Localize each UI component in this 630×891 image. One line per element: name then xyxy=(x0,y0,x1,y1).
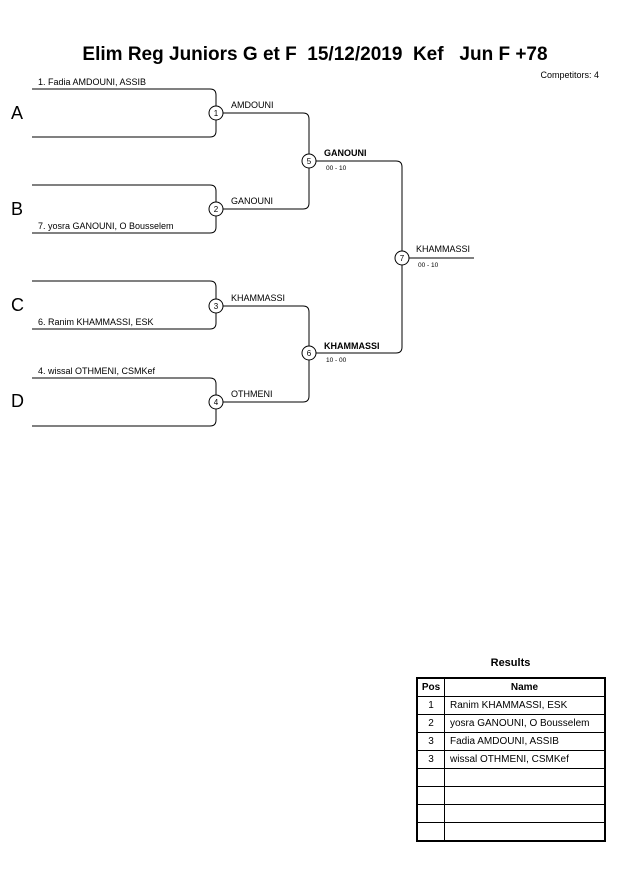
entrant-name: 7. yosra GANOUNI, O Bousselem xyxy=(38,221,174,231)
table-row xyxy=(416,804,606,823)
result-name xyxy=(444,768,606,787)
match-score: 10 - 00 xyxy=(326,357,347,364)
match-number: 7 xyxy=(400,254,405,263)
bracket-line-final xyxy=(309,160,403,354)
pool-label-c: C xyxy=(11,295,24,315)
match-number-circle xyxy=(301,153,317,169)
match-number: 5 xyxy=(307,157,312,166)
result-position xyxy=(416,822,445,842)
match-winner: KHAMMASSI xyxy=(231,293,285,303)
match-number-circle xyxy=(208,201,224,217)
bracket-line-pool-d xyxy=(32,377,217,427)
pool-label-a: A xyxy=(11,103,23,123)
final-score: 00 - 10 xyxy=(418,262,439,269)
table-row: 3 Fadia AMDOUNI, ASSIB xyxy=(416,732,606,751)
result-name xyxy=(444,822,606,842)
entrant-name: 1. Fadia AMDOUNI, ASSIB xyxy=(38,77,146,87)
table-row xyxy=(416,786,606,805)
match-number: 2 xyxy=(214,205,219,214)
match-winner: GANOUNI xyxy=(324,148,367,158)
match-number: 4 xyxy=(214,398,219,407)
match-number-circle xyxy=(208,298,224,314)
results-title: Results xyxy=(490,657,531,669)
match-winner: KHAMMASSI xyxy=(324,341,380,351)
competitors-count: Competitors: 4 xyxy=(540,70,599,80)
match-number-circle xyxy=(394,250,410,266)
table-row xyxy=(416,768,606,787)
result-name: Ranim KHAMMASSI, ESK xyxy=(444,696,606,715)
match-number: 3 xyxy=(214,302,219,311)
final-winner: KHAMMASSI xyxy=(416,244,470,254)
bracket-line-pool-a xyxy=(32,88,217,138)
match-score: 00 - 10 xyxy=(326,165,347,172)
match-winner: AMDOUNI xyxy=(231,100,274,110)
result-name: yosra GANOUNI, O Bousselem xyxy=(444,714,606,733)
table-row: 3 wissal OTHMENI, CSMKef xyxy=(416,750,606,769)
result-position: 3 xyxy=(416,732,445,751)
results-pos-header: Pos xyxy=(416,677,445,697)
results-table: Pos Name 1 Ranim KHAMMASSI, ESK 2 yosra … xyxy=(416,677,606,842)
result-position: 1 xyxy=(416,696,445,715)
result-position: 2 xyxy=(416,714,445,733)
match-number-circle xyxy=(301,345,317,361)
table-row: 1 Ranim KHAMMASSI, ESK xyxy=(416,696,606,715)
match-number-circle xyxy=(208,105,224,121)
pool-label-b: B xyxy=(11,199,23,219)
entrant-name: 4. wissal OTHMENI, CSMKef xyxy=(38,366,156,376)
match-winner: OTHMENI xyxy=(231,389,273,399)
result-position: 3 xyxy=(416,750,445,769)
table-row xyxy=(416,822,606,842)
result-position xyxy=(416,804,445,823)
bracket-line-semi-bottom xyxy=(216,305,310,403)
result-name: wissal OTHMENI, CSMKef xyxy=(444,750,606,769)
bracket-line-semi-top xyxy=(216,112,310,210)
match-number: 1 xyxy=(214,109,219,118)
match-number-circle xyxy=(208,394,224,410)
result-position xyxy=(416,768,445,787)
pool-label-d: D xyxy=(11,391,24,411)
result-name: Fadia AMDOUNI, ASSIB xyxy=(444,732,606,751)
match-number: 6 xyxy=(307,349,312,358)
table-row: 2 yosra GANOUNI, O Bousselem xyxy=(416,714,606,733)
result-name xyxy=(444,804,606,823)
entrant-name: 6. Ranim KHAMMASSI, ESK xyxy=(38,317,154,327)
result-name xyxy=(444,786,606,805)
result-position xyxy=(416,786,445,805)
results-name-header: Name xyxy=(444,677,606,697)
match-winner: GANOUNI xyxy=(231,196,273,206)
results-header-row: Pos Name xyxy=(416,677,606,697)
page-title: Elim Reg Juniors G et F 15/12/2019 Kef J… xyxy=(82,44,548,65)
